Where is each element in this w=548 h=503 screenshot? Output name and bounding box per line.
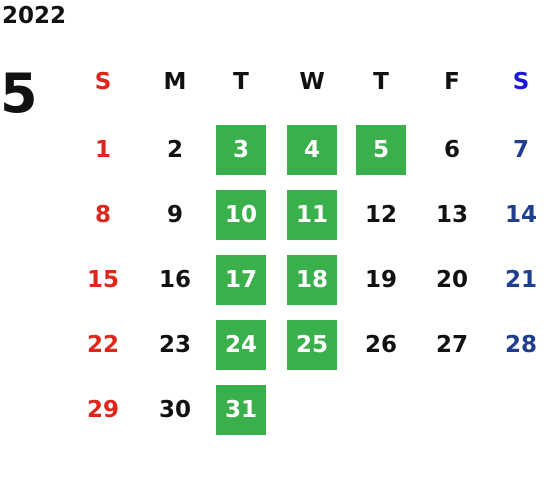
weekday-header-wed: W [299, 69, 325, 95]
highlighted-day-cell: 4 [287, 125, 337, 175]
highlighted-day-cell: 18 [287, 255, 337, 305]
year-label: 2022 [2, 3, 67, 29]
day-cell: 7 [512, 137, 529, 163]
day-cell: 21 [504, 267, 537, 293]
day-cell: 2 [166, 137, 183, 163]
day-cell: 19 [364, 267, 397, 293]
weekday-header-sun: S [94, 69, 112, 95]
day-cell: 22 [86, 332, 119, 358]
highlighted-day-cell: 25 [287, 320, 337, 370]
weekday-header-thu: T [373, 69, 389, 95]
day-cell: 15 [86, 267, 119, 293]
day-cell: 8 [94, 202, 111, 228]
highlighted-day-cell: 11 [287, 190, 337, 240]
highlighted-day-cell: 31 [216, 385, 266, 435]
day-cell: 14 [504, 202, 537, 228]
month-number: 5 [0, 62, 38, 125]
weekday-header-fri: F [444, 69, 460, 95]
highlighted-day-cell: 17 [216, 255, 266, 305]
day-cell: 1 [94, 137, 111, 163]
day-cell: 12 [364, 202, 397, 228]
weekday-header-mon: M [163, 69, 187, 95]
day-cell: 29 [86, 397, 119, 423]
highlighted-day-cell: 10 [216, 190, 266, 240]
day-cell: 23 [158, 332, 191, 358]
highlighted-day-cell: 3 [216, 125, 266, 175]
day-cell: 27 [435, 332, 468, 358]
weekday-header-sat: S [512, 69, 530, 95]
day-cell: 13 [435, 202, 468, 228]
day-cell: 6 [443, 137, 460, 163]
day-cell: 28 [504, 332, 537, 358]
day-cell: 20 [435, 267, 468, 293]
weekday-header-tue: T [233, 69, 249, 95]
day-cell: 9 [166, 202, 183, 228]
highlighted-day-cell: 24 [216, 320, 266, 370]
day-cell: 16 [158, 267, 191, 293]
highlighted-day-cell: 5 [356, 125, 406, 175]
day-cell: 30 [158, 397, 191, 423]
day-cell: 26 [364, 332, 397, 358]
